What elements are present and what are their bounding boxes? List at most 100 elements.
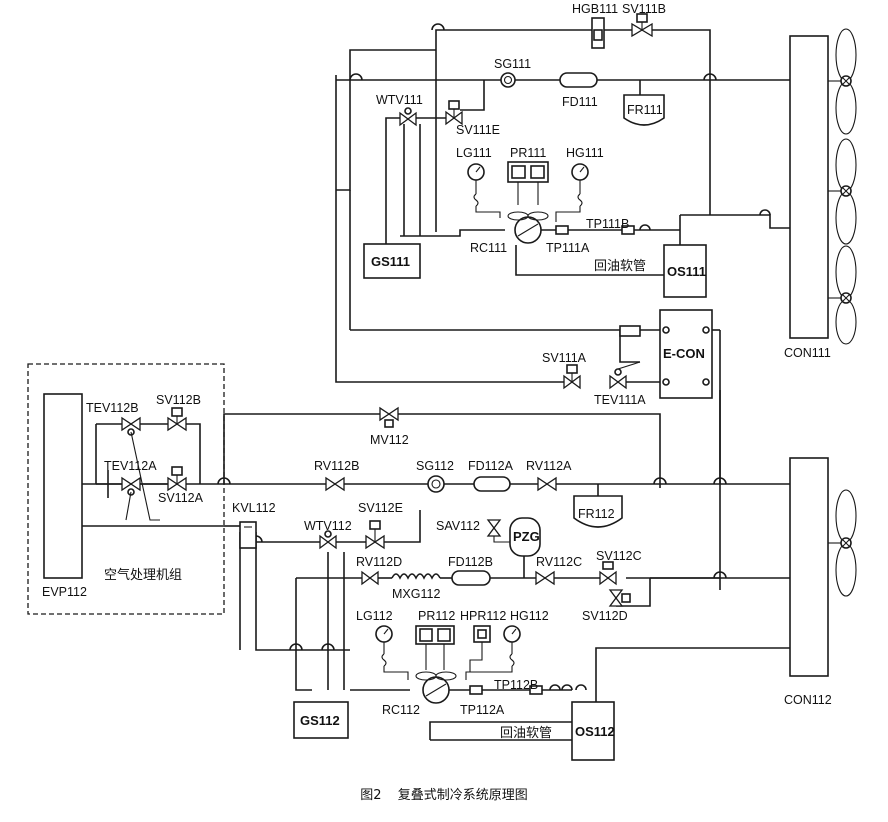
tp112b-label: TP112B xyxy=(494,678,538,692)
hpr112-label: HPR112 xyxy=(460,609,506,623)
fd112b-label: FD112B xyxy=(448,555,493,569)
con112-label: CON112 xyxy=(784,693,832,707)
pr112-label: PR112 xyxy=(418,609,455,623)
lg112-label: LG112 xyxy=(356,609,393,623)
sv111b-valve: SV111B xyxy=(622,2,666,38)
sv112d-valve: SV112D xyxy=(582,589,631,623)
lg111-label: LG111 xyxy=(456,146,492,160)
fr111-label: FR111 xyxy=(627,103,663,117)
con111-label: CON111 xyxy=(784,346,831,360)
pr111-switch: PR111 xyxy=(507,146,549,205)
figure-caption: 图2 复叠式制冷系统原理图 xyxy=(0,784,888,803)
hg112-label: HG112 xyxy=(510,609,549,623)
gs112-label: GS112 xyxy=(300,713,340,728)
lg112-gauge: LG112 xyxy=(356,609,393,667)
tev112a-label: TEV112A xyxy=(104,459,157,473)
sv112c-label: SV112C xyxy=(596,549,642,563)
tp111a-label: TP111A xyxy=(546,241,590,255)
os111-oil-separator: OS111 xyxy=(663,244,707,298)
sv111b-label: SV111B xyxy=(622,2,666,16)
sv112e-label: SV112E xyxy=(358,501,403,515)
rv112d-valve: RV112D xyxy=(356,555,402,586)
condenser-fan-icon xyxy=(828,28,857,135)
sav112-label: SAV112 xyxy=(436,519,480,533)
rv112a-label: RV112A xyxy=(526,459,572,473)
sv111a-valve: SV111A xyxy=(542,351,587,390)
condenser-fan-icon xyxy=(828,489,857,597)
sv112c-valve: SV112C xyxy=(596,549,642,586)
hg111-gauge: HG111 xyxy=(566,146,604,207)
pr111-label: PR111 xyxy=(510,146,546,160)
tp111a-sensor: TP111A xyxy=(546,225,590,255)
hg111-label: HG111 xyxy=(566,146,604,160)
hpr112-switch: HPR112 xyxy=(460,609,506,672)
evp112-label: EVP112 xyxy=(42,585,87,599)
rc112-label: RC112 xyxy=(382,703,420,717)
tev112a-valve: TEV112A xyxy=(104,459,157,496)
os112-label: OS112 xyxy=(575,724,615,739)
rv112b-valve: RV112B xyxy=(314,459,359,492)
rc111-label: RC111 xyxy=(470,241,507,255)
hg112-gauge: HG112 xyxy=(503,609,549,667)
gs111-label: GS111 xyxy=(371,254,410,269)
hgb111-bypass: HGB111 xyxy=(572,2,618,49)
mxg112-label: MXG112 xyxy=(392,587,440,601)
tp112b-sensor: TP112B xyxy=(494,678,543,695)
solenoid-valve-icon xyxy=(448,100,460,110)
tp111b-sensor: TP111B xyxy=(586,217,635,235)
pzg-label: PZG xyxy=(513,529,540,544)
mv112-label: MV112 xyxy=(370,433,409,447)
pr112-switch: PR112 xyxy=(415,609,455,670)
pzg-vessel: PZG xyxy=(509,517,541,557)
evp112-evaporator: EVP112 xyxy=(42,393,87,599)
sv112e-valve: SV112E xyxy=(358,501,403,550)
fd112b-filter-drier: FD112B xyxy=(448,555,493,586)
mv112-valve: MV112 xyxy=(370,406,409,447)
oil-hose-label-1: 回油软管 xyxy=(594,259,646,274)
e-con-exchanger: E-CON xyxy=(619,309,713,399)
os111-label: OS111 xyxy=(667,264,706,279)
tev112b-label: TEV112B xyxy=(86,401,139,415)
wtv112-label: WTV112 xyxy=(304,519,352,533)
sv111e-label: SV111E xyxy=(456,123,500,137)
tev112b-valve: TEV112B xyxy=(86,401,141,436)
rv112b-label: RV112B xyxy=(314,459,359,473)
tev111a-valve: TEV111A xyxy=(594,361,646,407)
rc111-compressor: RC111 xyxy=(470,211,549,255)
sv112d-label: SV112D xyxy=(582,609,628,623)
kvl112-label: KVL112 xyxy=(232,501,276,515)
condenser-fan-icon xyxy=(828,138,857,245)
con111-condenser: CON111 xyxy=(784,28,857,360)
tev111a-label: TEV111A xyxy=(594,393,646,407)
sv111a-label: SV111A xyxy=(542,351,587,365)
sv112a-label: SV112A xyxy=(158,491,204,505)
sg111-label: SG111 xyxy=(494,57,531,71)
fd112a-label: FD112A xyxy=(468,459,514,473)
sg112-label: SG112 xyxy=(416,459,454,473)
ahu-label: 空气处理机组 xyxy=(104,567,182,583)
wtv111-label: WTV111 xyxy=(376,93,423,107)
e-con-label: E-CON xyxy=(663,346,705,361)
condenser-fan-icon xyxy=(828,245,857,345)
rv112d-label: RV112D xyxy=(356,555,402,569)
sight-glass-icon xyxy=(500,72,516,88)
wtv111-valve: WTV111 xyxy=(376,93,423,127)
fd111-label: FD111 xyxy=(562,95,598,109)
tp112a-sensor: TP112A xyxy=(460,685,505,717)
rc112-compressor: RC112 xyxy=(382,671,457,717)
lg111-gauge: LG111 xyxy=(456,146,492,207)
upper-stage-piping xyxy=(335,23,790,579)
gs112-separator: GS112 xyxy=(293,701,349,739)
tp112a-label: TP112A xyxy=(460,703,505,717)
figure-number: 图2 xyxy=(360,788,382,803)
hgb111-label: HGB111 xyxy=(572,2,618,16)
gs111-separator: GS111 xyxy=(363,243,421,279)
figure-title: 复叠式制冷系统原理图 xyxy=(397,788,528,803)
fr111-receiver: FR111 xyxy=(623,94,665,126)
sav112-valve: SAV112 xyxy=(436,519,502,537)
rv112c-valve: RV112C xyxy=(535,555,582,586)
os112-oil-separator: OS112 xyxy=(571,701,615,761)
rv112c-label: RV112C xyxy=(536,555,582,569)
